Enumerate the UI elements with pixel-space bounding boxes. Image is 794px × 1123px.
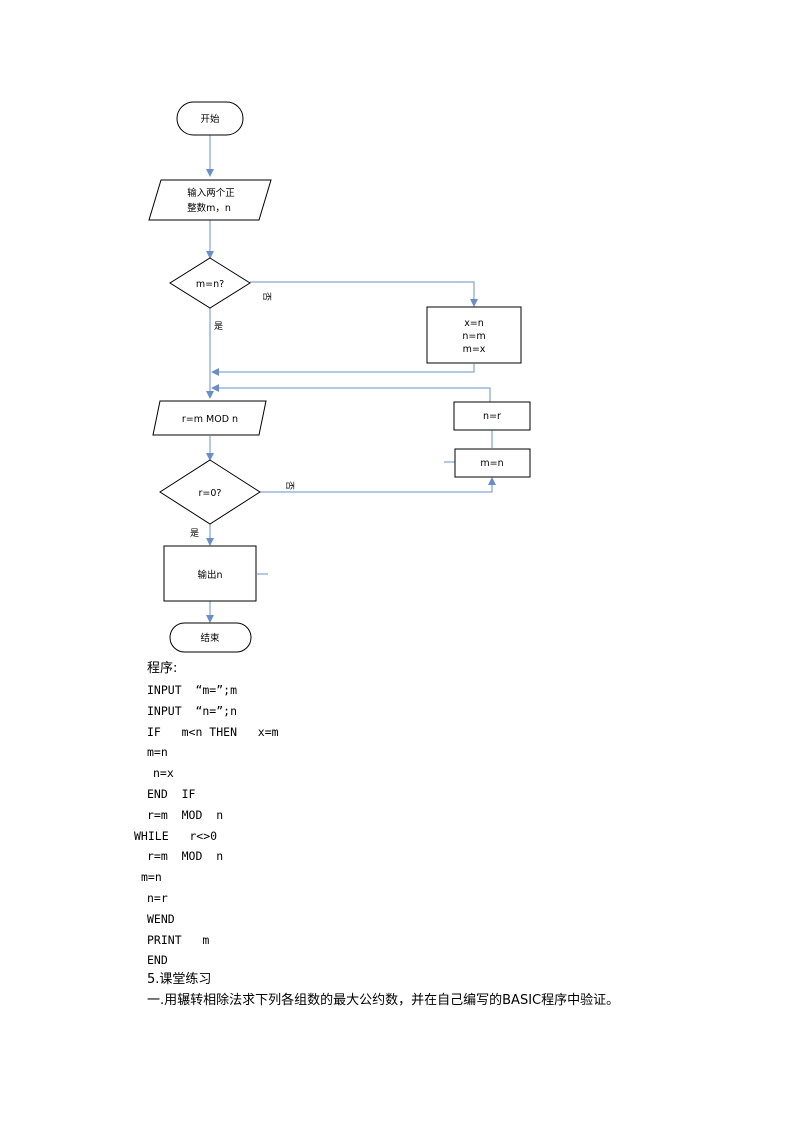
edge-label-yes-2: 是 <box>190 528 199 539</box>
input-node <box>148 179 272 221</box>
edge-swap-to-merge <box>211 364 475 376</box>
program-line: END <box>147 953 168 967</box>
program-line: INPUT “m=”;m <box>147 683 238 697</box>
edge-zero-no-to-mn <box>260 477 496 493</box>
program-line: r=m MOD n <box>147 849 224 863</box>
program-heading: 程序: <box>147 661 178 676</box>
output-label: 输出n <box>197 569 222 581</box>
edge-label-no-2: 否 <box>284 481 295 490</box>
mod-label: r=m MOD n <box>182 414 238 425</box>
program-line: END IF <box>147 787 196 801</box>
swap-label-line2: n=m <box>462 331 485 342</box>
program-line: r=m MOD n <box>147 808 224 822</box>
start-node <box>176 101 244 136</box>
edge-compare-no-to-swap <box>250 281 478 307</box>
decision-compare-label: m=n? <box>196 279 224 290</box>
start-label: 开始 <box>200 113 220 125</box>
decision-compare-node <box>169 257 251 309</box>
program-line: PRINT m <box>147 933 210 947</box>
end-label: 结束 <box>200 632 220 644</box>
input-label-line1: 输入两个正 <box>187 187 235 199</box>
program-line: n=x <box>153 766 174 780</box>
section-heading: 5.课堂练习 <box>147 972 212 987</box>
decision-zero-node <box>159 459 261 525</box>
assign-n-r-label: n=r <box>483 411 501 422</box>
assign-n-r-node <box>453 401 531 431</box>
edge-label-yes-1: 是 <box>214 321 223 332</box>
program-line: WEND <box>147 912 175 926</box>
swap-label-line3: m=x <box>463 344 486 355</box>
flowchart: 开始 输入两个正 整数m，n m=n? x=n n=m m=x r=m MOD … <box>148 101 531 653</box>
exercise-text: 一.用辗转相除法求下列各组数的最大公约数，并在自己编写的BASIC程序中验证。 <box>147 993 620 1008</box>
edge-label-no-1: 否 <box>261 292 272 301</box>
mod-node <box>152 400 267 436</box>
end-node <box>169 622 252 653</box>
decision-zero-label: r=0? <box>199 488 222 499</box>
edge-loop-back <box>211 384 491 402</box>
assign-m-n-label: m=n <box>480 458 503 469</box>
program-line: INPUT “n=”;n <box>147 704 238 718</box>
program-line: n=r <box>147 891 168 905</box>
program-line: m=n <box>147 745 168 759</box>
input-label-line2: 整数m，n <box>187 202 231 214</box>
swap-label-line1: x=n <box>464 318 484 329</box>
swap-node <box>426 306 522 364</box>
assign-m-n-node <box>454 448 531 478</box>
program-line: WHILE r<>0 <box>134 829 218 843</box>
program-line: IF m<n THEN x=m <box>147 725 279 739</box>
program-line: m=n <box>141 870 162 884</box>
output-node <box>163 545 257 602</box>
connectors <box>206 135 496 623</box>
